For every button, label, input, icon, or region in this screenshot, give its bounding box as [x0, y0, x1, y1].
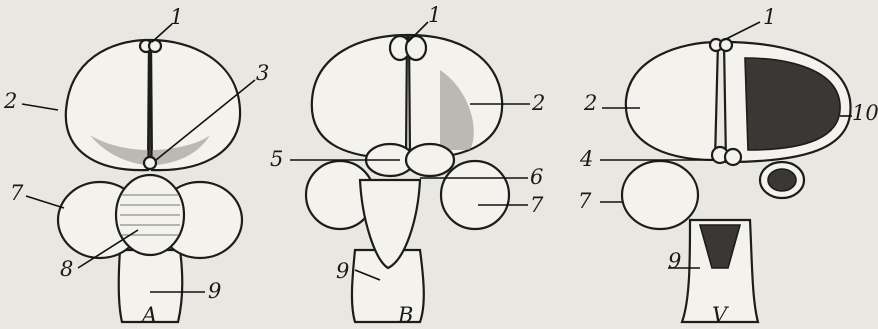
panel-b-label: 1	[428, 3, 441, 27]
panel-b-label: 9	[336, 259, 349, 283]
panel-b-label: 6	[530, 165, 543, 189]
panel-a-drawing: 1 2 3 7 8 9 A	[3, 5, 269, 325]
panel-b-letter: B	[397, 303, 413, 325]
panel-a-label: 2	[3, 89, 17, 113]
panel-a-label: 3	[256, 61, 269, 85]
panel-v-left-hemisphere	[626, 42, 718, 160]
panel-v-left-optic-lobe	[622, 161, 698, 229]
panel-v-label: 4	[579, 147, 593, 171]
panel-v-label: 2	[583, 91, 597, 115]
panel-v-label: 10	[852, 101, 878, 125]
panel-v-label: 7	[578, 189, 592, 213]
panel-b-label: 5	[270, 147, 283, 171]
panel-a-label: 8	[60, 257, 73, 281]
panel-b-right-optic-lobe	[441, 161, 509, 229]
panel-a-label: 1	[170, 5, 183, 29]
panel-v-drawing: 1 2 4 7 9 10 V	[578, 5, 878, 325]
panel-a-epiphysis	[144, 157, 156, 169]
panel-v-label: 9	[668, 249, 681, 273]
panel-b-label: 7	[530, 193, 544, 217]
panel-b-label: 2	[531, 91, 545, 115]
panel-v-letter: V	[712, 303, 729, 325]
panel-a-label: 7	[10, 181, 24, 205]
panel-a-letter: A	[140, 303, 157, 325]
panel-a-label: 9	[208, 279, 221, 303]
panel-b-drawing: 1 2 5 6 7 9 B	[270, 3, 545, 325]
panel-v-label: 1	[763, 5, 776, 29]
